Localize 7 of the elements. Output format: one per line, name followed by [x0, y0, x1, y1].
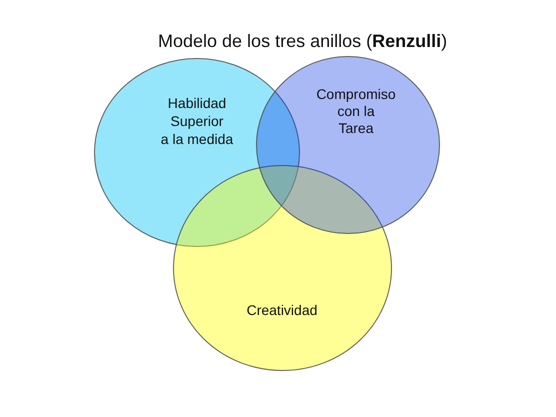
venn-circle: [256, 56, 440, 234]
circle-label: Compromiso con la Tarea: [316, 86, 396, 137]
circle-label: Habilidad Superior a la medida: [160, 94, 234, 148]
venn-circle: [94, 58, 300, 247]
diagram-title: Modelo de los tres anillos (Renzulli): [158, 30, 448, 52]
circle-label: Creatividad: [246, 301, 318, 319]
venn-circle: [173, 165, 392, 371]
